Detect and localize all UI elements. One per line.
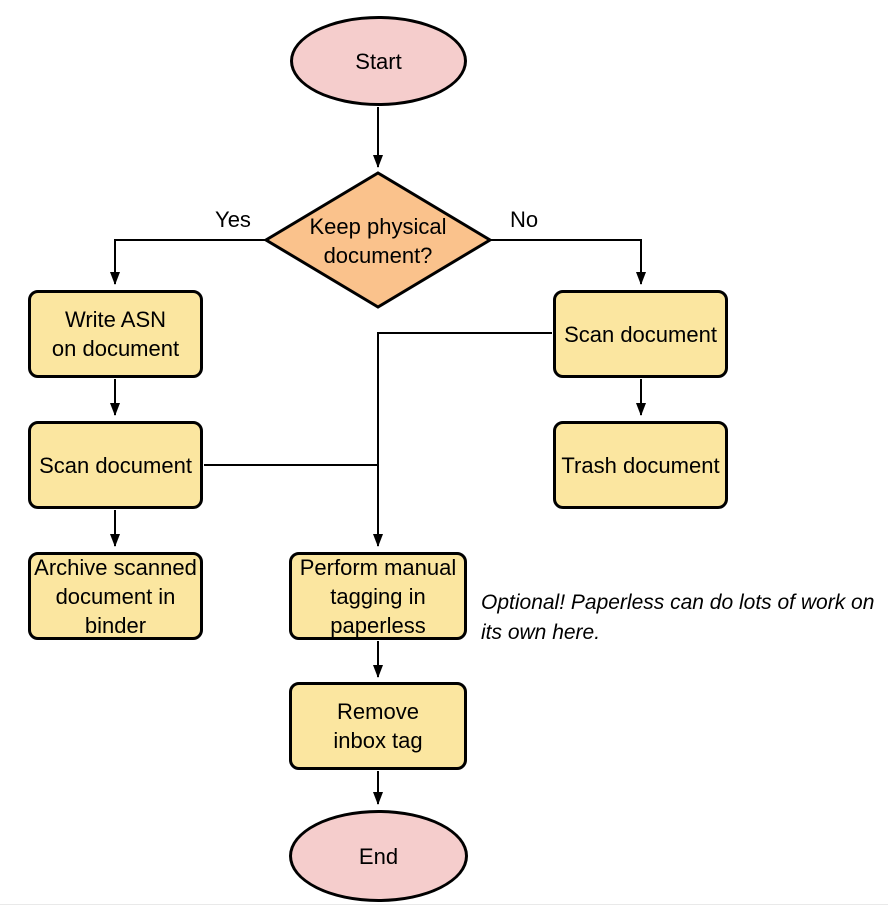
node-archive-binder: Archive scanned document in binder [28, 552, 203, 640]
node-decision-label: Keep physical document? [309, 213, 447, 268]
node-archive-binder-label: Archive scanned document in binder [34, 554, 197, 638]
node-remove-inbox-tag-label: Remove inbox tag [333, 699, 423, 753]
node-trash-document-label: Trash document [561, 452, 720, 478]
node-end-label: End [358, 843, 399, 869]
edge-decision-no-to-scan-right [491, 239, 646, 285]
annotation-optional-note: Optional! Paperless can do lots of work … [481, 591, 875, 644]
node-manual-tagging-label: Perform manual tagging in paperless [299, 554, 457, 638]
node-scan-document-left-label: Scan document [39, 452, 192, 478]
node-scan-document-right: Scan document [553, 290, 728, 378]
edge-label-yes: Yes [215, 207, 251, 232]
node-write-asn-label: Write ASN on document [51, 307, 180, 361]
decision-keep-physical-shape [263, 171, 493, 309]
node-end: End [289, 810, 468, 902]
node-start: Start [290, 16, 467, 106]
node-write-asn: Write ASN on document [28, 290, 203, 378]
node-scan-document-left: Scan document [28, 421, 203, 509]
node-remove-inbox-tag: Remove inbox tag [289, 682, 467, 770]
node-decision-keep-physical: Keep physical document? [265, 174, 491, 307]
node-trash-document: Trash document [553, 421, 728, 509]
node-scan-document-right-label: Scan document [564, 321, 717, 347]
canvas-bottom-rule [0, 904, 888, 905]
node-start-label: Start [355, 48, 402, 74]
node-manual-tagging: Perform manual tagging in paperless [289, 552, 467, 640]
edge-label-no: No [509, 207, 539, 232]
edge-decision-yes-to-write-asn [110, 239, 265, 285]
